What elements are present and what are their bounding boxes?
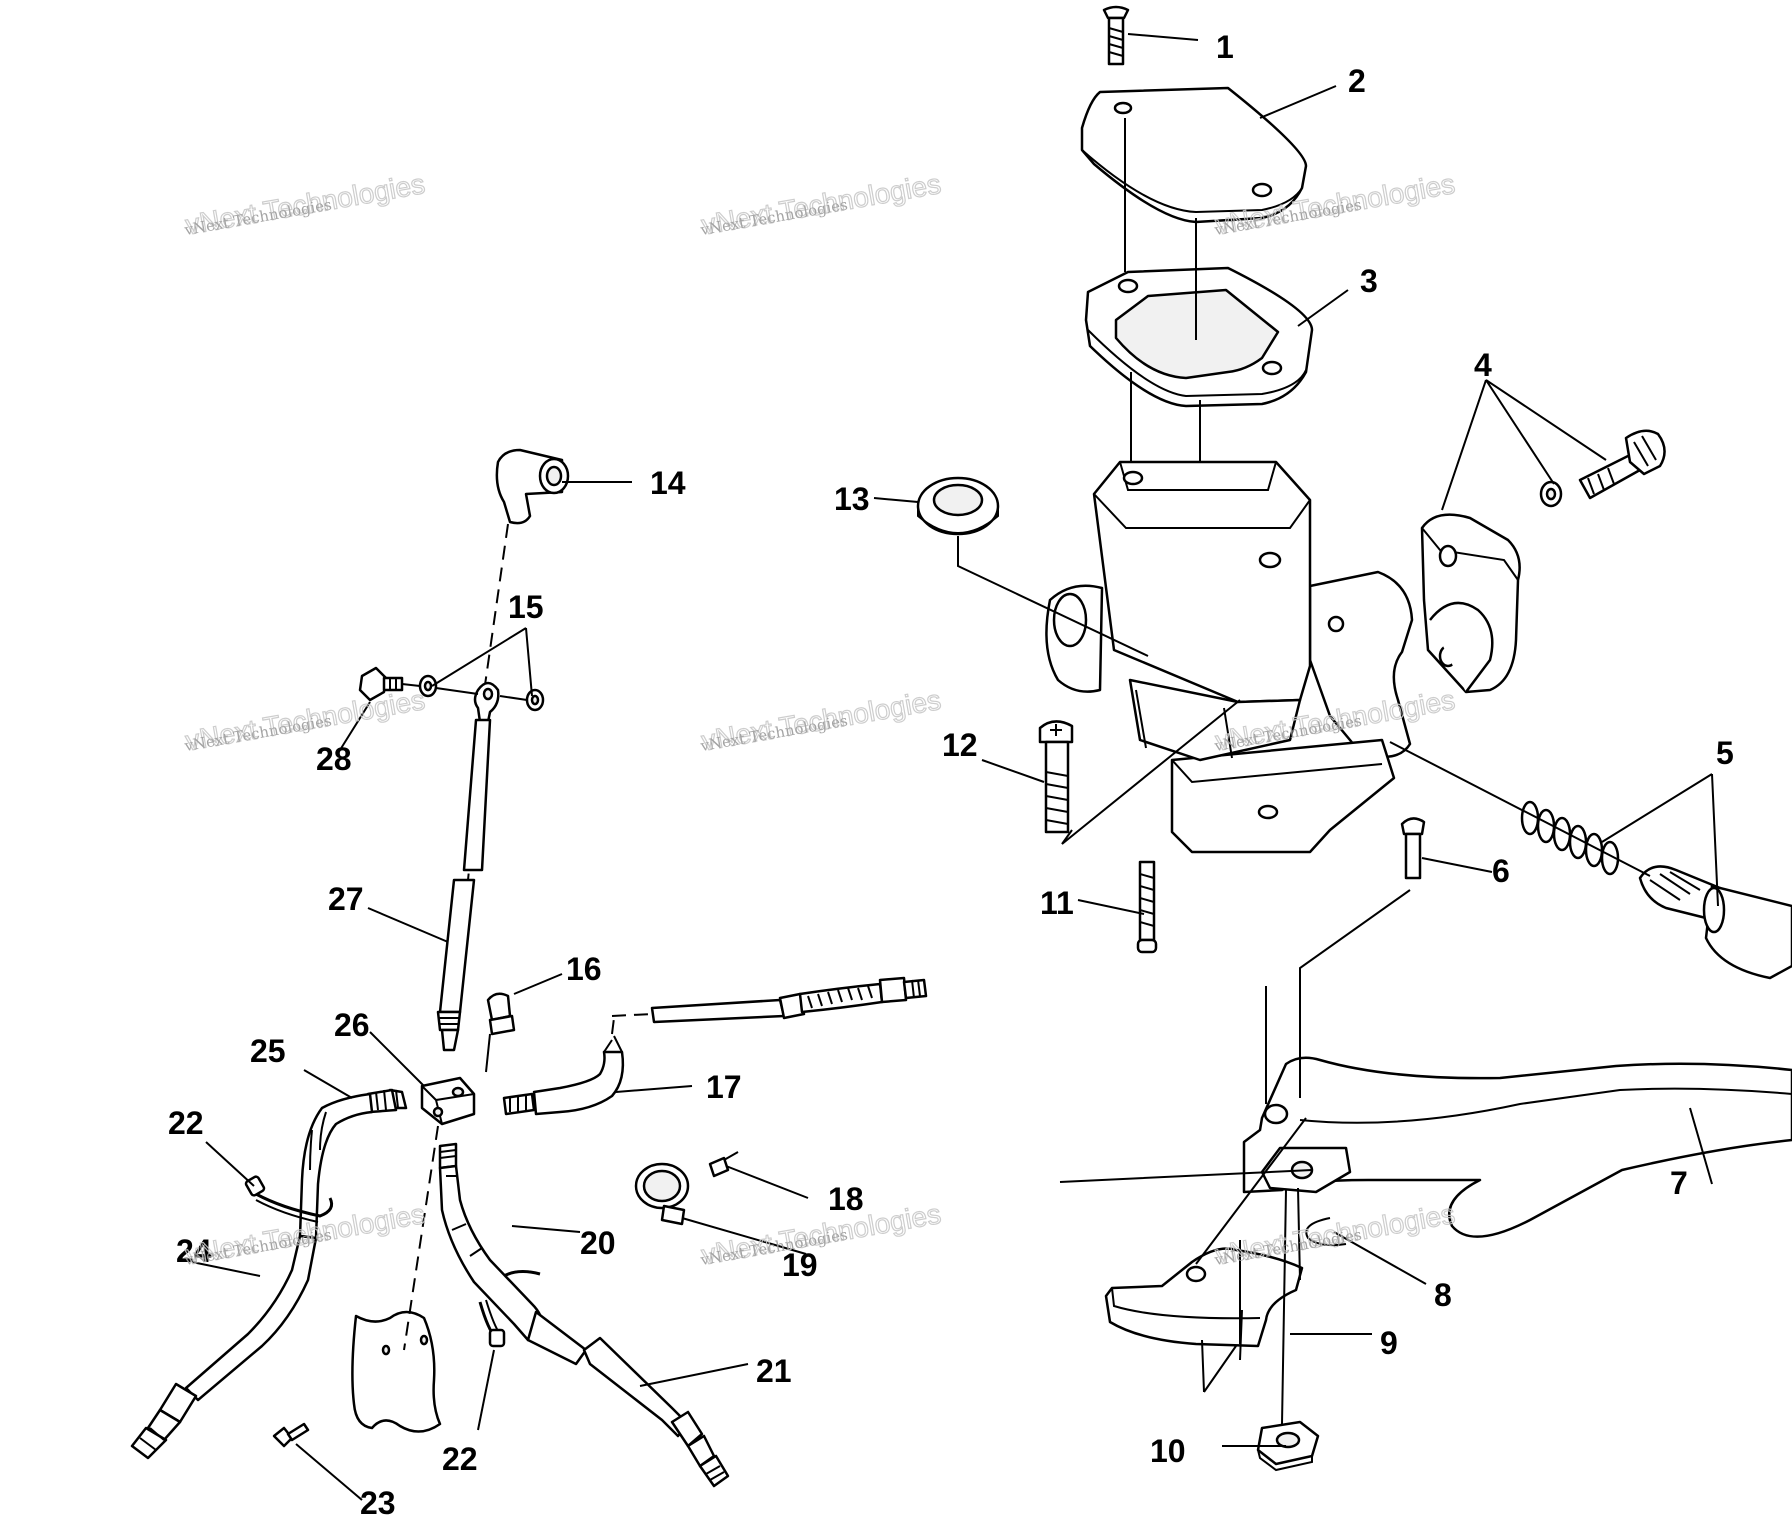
- part-1-screw: [1102, 5, 1130, 66]
- callout-20: 20: [580, 1225, 616, 1261]
- callout-4: 4: [1474, 347, 1492, 383]
- callout-labels: 1 2 3 4 5 6 7 8 9 10 11 12 13 14 15 16 1…: [168, 29, 1734, 1521]
- callout-19: 19: [782, 1247, 818, 1283]
- callout-12: 12: [942, 727, 978, 763]
- part-2-cover: [1080, 86, 1308, 224]
- part-18-pin: [708, 1151, 739, 1178]
- callout-22-right: 22: [442, 1441, 478, 1477]
- part-9-switch: [1104, 1247, 1304, 1393]
- mounting-pad: [351, 1310, 442, 1433]
- part-3-diaphragm: [1084, 266, 1314, 408]
- callout-23: 23: [360, 1485, 396, 1521]
- callout-27: 27: [328, 881, 364, 917]
- part-26-junction-block: [420, 1076, 476, 1126]
- callout-13: 13: [834, 481, 870, 517]
- alignment-line: [1124, 118, 1201, 540]
- part-20-brake-line: [438, 1142, 588, 1366]
- part-14-tee-fitting: [495, 448, 570, 525]
- callout-10: 10: [1150, 1433, 1186, 1469]
- callout-17: 17: [706, 1069, 742, 1105]
- callout-22-left: 22: [168, 1105, 204, 1141]
- callout-26: 26: [334, 1007, 370, 1043]
- part-21-hose: [582, 1336, 730, 1488]
- callout-18: 18: [828, 1181, 864, 1217]
- callout-6: 6: [1492, 853, 1510, 889]
- part-13-seal: [916, 476, 1000, 536]
- part-15-washers: [418, 674, 545, 724]
- callout-21: 21: [756, 1353, 792, 1389]
- callout-15: 15: [508, 589, 544, 625]
- callout-7: 7: [1670, 1165, 1688, 1201]
- callout-9: 9: [1380, 1325, 1398, 1361]
- part-24-brake-line: [130, 1234, 318, 1460]
- part-11-bolt: [1136, 860, 1158, 954]
- part-16-bleeder: [485, 992, 516, 1073]
- callout-2: 2: [1348, 63, 1366, 99]
- part-22-clamp-left: [244, 1175, 334, 1223]
- part-6-pin: [1400, 817, 1426, 880]
- dashed-line: [403, 1125, 439, 1351]
- callout-5: 5: [1716, 735, 1734, 771]
- part-27-brake-line: [436, 718, 492, 1052]
- callout-24: 24: [176, 1233, 212, 1269]
- part-master-cylinder-body: [1045, 460, 1414, 854]
- callout-11: 11: [1040, 885, 1074, 921]
- leader-lines: [191, 33, 1719, 1501]
- callout-1: 1: [1216, 29, 1234, 65]
- part-10-nut: [1256, 1420, 1320, 1472]
- callout-28: 28: [316, 741, 352, 777]
- part-19-clip: [634, 1162, 690, 1226]
- part-28-bolt: [358, 666, 404, 702]
- assembly-line: [401, 683, 528, 701]
- callout-14: 14: [650, 465, 686, 501]
- part-7-lever: [1242, 1056, 1792, 1238]
- part-17-brake-line: [502, 976, 928, 1116]
- part-12-screw: [1038, 720, 1074, 834]
- callout-8: 8: [1434, 1277, 1452, 1313]
- part-5-spring-piston: [1520, 800, 1792, 980]
- callout-3: 3: [1360, 263, 1378, 299]
- part-4-clamp-bolt: [1420, 429, 1666, 694]
- part-23-screw: [272, 1422, 310, 1448]
- callout-25: 25: [250, 1033, 286, 1069]
- part-8-clip: [1305, 1217, 1347, 1247]
- callout-16: 16: [566, 951, 602, 987]
